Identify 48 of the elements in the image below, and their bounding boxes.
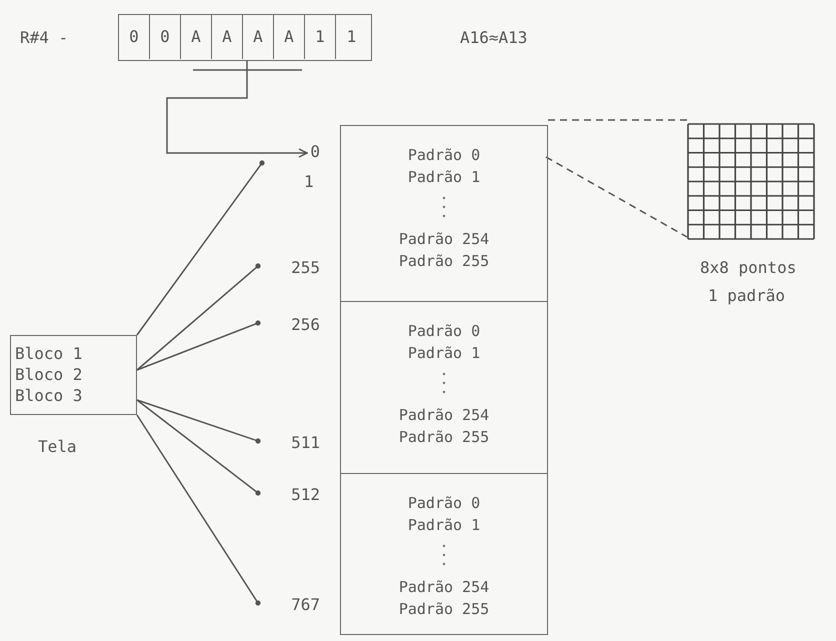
node-label: 1 padrão xyxy=(708,287,786,305)
node-label: 8x8 pontos xyxy=(700,259,796,277)
dashed-line xyxy=(546,156,688,238)
address-label: 1 xyxy=(304,173,314,191)
pattern-name: Padrão 254 xyxy=(398,578,490,596)
screen-box xyxy=(10,335,137,415)
register-bit: 0 xyxy=(150,15,181,59)
pattern-name: Padrão 0 xyxy=(408,146,480,164)
arrow xyxy=(166,61,308,158)
register-note: A16≈A13 xyxy=(460,29,528,47)
address-label: 767 xyxy=(258,596,320,616)
pattern-table xyxy=(340,125,548,635)
address-label: 255 xyxy=(258,259,320,279)
block-name: Bloco 1 xyxy=(15,343,84,364)
node-label: R#4 - xyxy=(20,29,68,47)
address-label: 256 xyxy=(258,316,320,336)
block-name: Bloco 3 xyxy=(15,385,84,406)
address-label: 511 xyxy=(258,434,320,454)
pattern-name: Padrão 0 xyxy=(408,494,480,512)
dot-grid-drawing xyxy=(687,123,815,240)
node-label: Tela xyxy=(38,438,77,456)
address-label: 0 xyxy=(206,143,320,163)
block-name: Bloco 2 xyxy=(15,364,84,385)
connector-line xyxy=(136,263,261,371)
dashed-line xyxy=(548,119,687,121)
connector-line xyxy=(136,399,261,496)
register-bit: A xyxy=(181,15,212,59)
pattern-name: Padrão 255 xyxy=(398,428,490,446)
pattern-name: Padrão 254 xyxy=(398,230,490,248)
pattern-name: Padrão 255 xyxy=(398,252,490,270)
pattern-name: Padrão 1 xyxy=(408,516,480,534)
pattern-name: Padrão 254 xyxy=(398,406,490,424)
connector-line xyxy=(136,160,265,336)
pattern-name: Padrão 1 xyxy=(408,344,480,362)
pattern-name: Padrão 1 xyxy=(408,168,480,186)
connector-line xyxy=(136,320,261,371)
register-bit: 0 xyxy=(119,15,150,59)
register-bit: A xyxy=(274,15,305,59)
pattern-name: Padrão 0 xyxy=(408,322,480,340)
register-bit: A xyxy=(212,15,243,59)
connector-line xyxy=(136,414,261,606)
register-bit: A xyxy=(243,15,274,59)
register-bit: 1 xyxy=(305,15,336,59)
pattern-name: Padrão 255 xyxy=(398,600,490,618)
register-bit: 1 xyxy=(346,26,358,48)
address-label: 512 xyxy=(258,486,320,506)
connector-line xyxy=(136,399,261,444)
register-box xyxy=(118,14,372,61)
